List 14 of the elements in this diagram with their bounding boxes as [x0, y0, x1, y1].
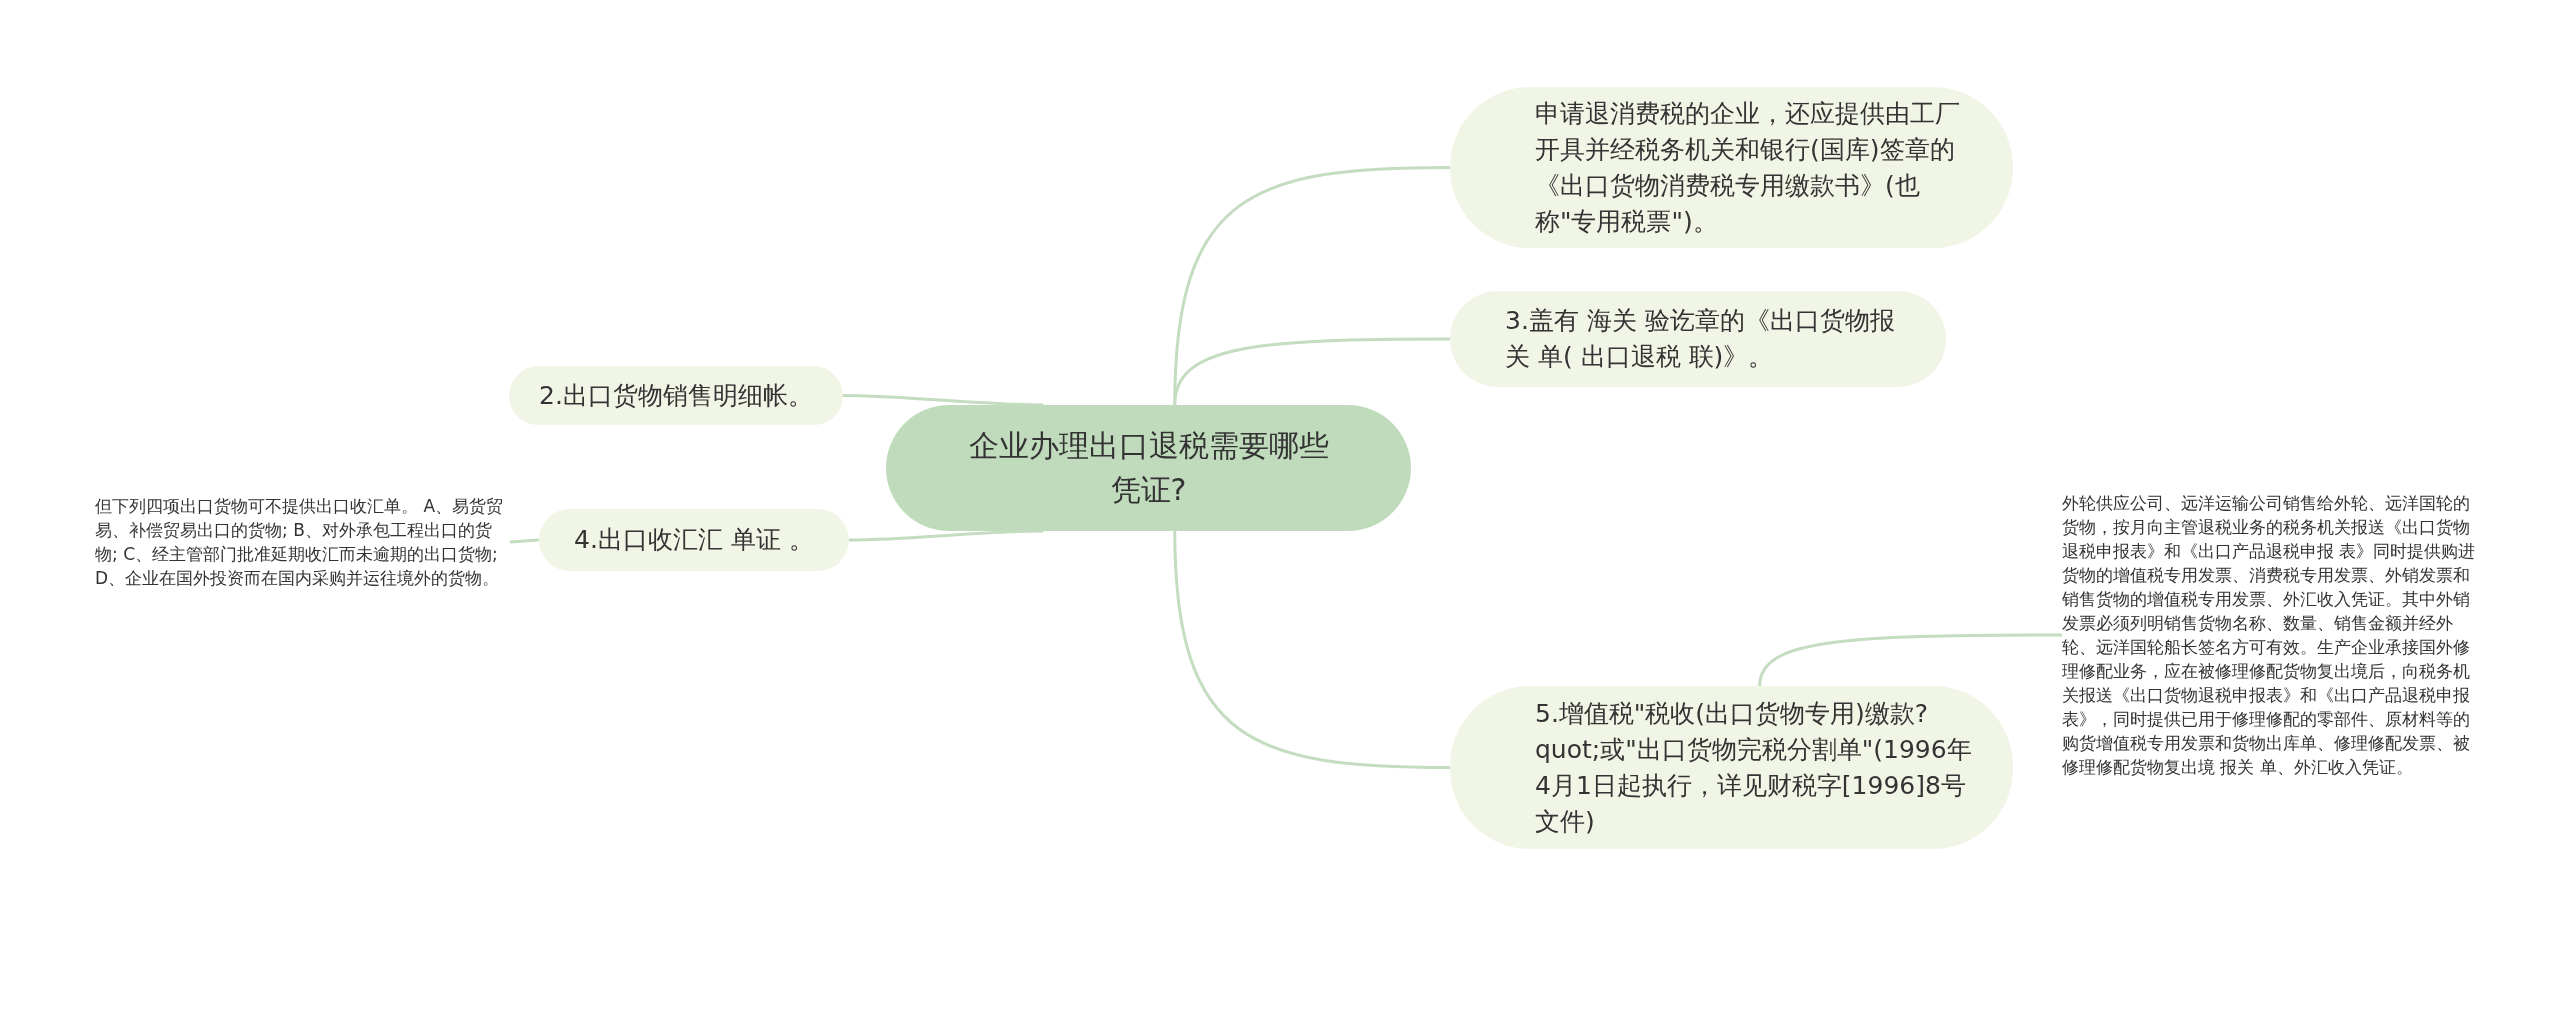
topic-box: 5.增值税"税收(出口货物专用)缴款?quot;或"出口货物完税分割单"(1996年4月1日起执行，详见财税字[1996]8号文件)	[1450, 686, 2013, 849]
topic-box: 2.出口货物销售明细帐。	[509, 366, 843, 425]
connector-line	[1758, 633, 2062, 687]
connector-line	[849, 529, 1044, 542]
topic-box: 申请退消费税的企业，还应提供由工厂开具并经税务机关和银行(国库)签章的《出口货物消费税专用缴款书》(也称"专用税票")。	[1450, 87, 2013, 248]
note-text: 外轮供应公司、远洋运输公司销售给外轮、远洋国轮的货物，按月向主管退税业务的税务机关报送《出口货物退税申报表》和《出口产品退税申报 表》同时提供购进货物的增值税专用发票、消费税专用发票、外销发票和销售货物的增值税专用发票、外汇收入凭证。其中外销发票必须列明销售货物名称、数量、销售金额并经外轮、远洋国轮船长签名方可有效。生产企业承接国外修理修配业务，应在被修理修配货物复出境后，向税务机关报送《出口货物退税申报表》和《出口产品退税申报表》，同时提供已用于修理修配的零部件、原材料等的购货增值税专用发票和货物出库单、修理修配发票、被修理修配货物复出境 报关 单、外汇收入凭证。	[2062, 440, 2482, 830]
topic-box: 4.出口收汇汇 单证 。	[539, 509, 849, 571]
topic-box: 3.盖有 海关 验讫章的《出口货物报关 单( 出口退税 联)》。	[1450, 291, 1946, 387]
connector-line	[1173, 530, 1450, 769]
note-text: 但下列四项出口货物可不提供出口收汇单。 A、易货贸易、补偿贸易出口的货物; B、对外承包工程出口的货物; C、经主管部门批准延期收汇而未逾期的出口货物; D、企业在国外投资而在国内采购并运往境外的货物。	[95, 477, 510, 607]
connector-line	[509, 538, 540, 544]
connector-line	[843, 394, 1044, 407]
central-topic: 企业办理出口退税需要哪些凭证?	[886, 405, 1411, 531]
connector-line	[1173, 337, 1450, 406]
